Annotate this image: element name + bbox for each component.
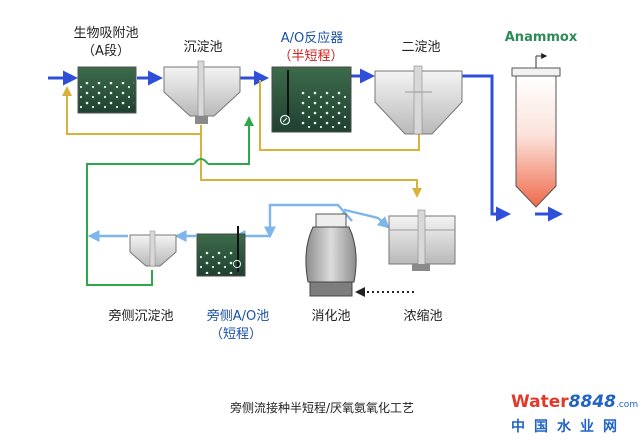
main-flow-line bbox=[48, 68, 563, 222]
site-watermark: Water8848.com 中国水业网 bbox=[511, 393, 638, 436]
side-ao-tank bbox=[196, 226, 246, 277]
label-semi-nitritation: （半短程） bbox=[278, 49, 344, 64]
label-thickener: 浓缩池 bbox=[403, 309, 443, 324]
label-short-process: （短程） bbox=[209, 327, 263, 342]
watermark-brand-domain: .com bbox=[616, 400, 639, 410]
side-clarifier-tank bbox=[129, 230, 177, 267]
anammox-reactor bbox=[511, 53, 561, 208]
watermark-brand: Water8848.com bbox=[511, 393, 638, 414]
sludge-flow-lines bbox=[62, 80, 422, 198]
watermark-brand-water: Water bbox=[511, 392, 569, 412]
label-side-clarifier: 旁侧沉淀池 bbox=[108, 309, 174, 324]
watermark-cn-name: 中国水业网 bbox=[511, 419, 626, 435]
label-secondary-clarifier: 二淀池 bbox=[401, 40, 441, 55]
label-digester: 消化池 bbox=[311, 309, 351, 324]
secondary-clarifier-tank bbox=[374, 65, 463, 135]
label-a-stage: （A段） bbox=[82, 44, 130, 59]
side-return-line bbox=[86, 116, 254, 286]
label-anammox: Anammox bbox=[504, 30, 578, 45]
ao-reactor-tank bbox=[271, 66, 352, 133]
figure-caption: 旁侧流接种半短程/厌氧氨氧化工艺 bbox=[229, 401, 415, 415]
watermark-brand-number: 8848 bbox=[568, 392, 616, 412]
digester-tank bbox=[305, 213, 357, 297]
label-ao-reactor: A/O反应器 bbox=[280, 31, 344, 46]
bio-adsorption-tank bbox=[77, 66, 137, 114]
label-primary-clarifier: 沉淀池 bbox=[183, 40, 223, 55]
label-bio-adsorption: 生物吸附池 bbox=[73, 26, 139, 41]
label-side-ao: 旁侧A/O池 bbox=[206, 309, 270, 324]
thickener-tank bbox=[388, 209, 456, 271]
primary-clarifier-tank bbox=[163, 60, 241, 124]
